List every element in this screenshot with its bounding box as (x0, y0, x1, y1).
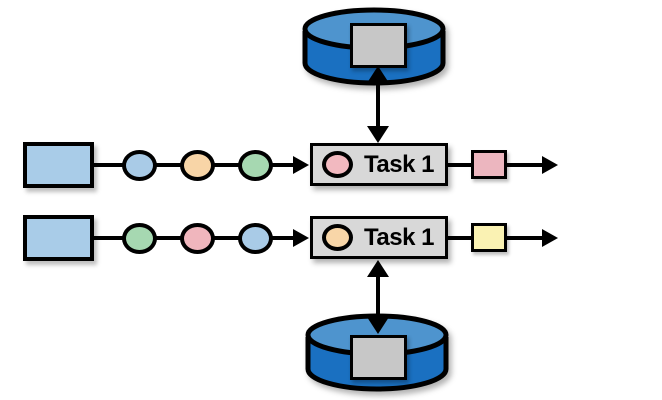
connector-line (155, 163, 182, 167)
arrowhead-up-icon (367, 66, 389, 83)
arrowhead-right-icon (542, 229, 558, 247)
arrowhead-right-icon (293, 229, 309, 247)
arrowhead-up-icon (367, 260, 389, 277)
task-box-row2: Task 1 (310, 216, 448, 259)
bidirectional-arrow-line-bottom (376, 274, 380, 320)
connector-line (446, 163, 473, 167)
state-record-square-top (350, 23, 407, 68)
event-token (180, 150, 215, 181)
connector-line (155, 236, 182, 240)
connector-line (505, 163, 545, 167)
arrowhead-down-icon (367, 317, 389, 334)
bidirectional-arrow-line-top (376, 80, 380, 130)
connector-line (271, 163, 296, 167)
event-token (122, 223, 157, 254)
connector-line (213, 163, 240, 167)
event-token (238, 223, 273, 254)
arrowhead-right-icon (542, 156, 558, 174)
event-token (180, 223, 215, 254)
arrowhead-down-icon (367, 126, 389, 143)
connector-line (505, 236, 545, 240)
event-token (122, 150, 157, 181)
task-event-token (322, 224, 353, 251)
output-event-square-row2 (471, 223, 507, 252)
connector-line (92, 163, 124, 167)
connector-line (446, 236, 473, 240)
connector-line (92, 236, 124, 240)
task-label: Task 1 (364, 223, 434, 251)
source-stream-square-row2 (23, 215, 94, 261)
connector-line (213, 236, 240, 240)
source-stream-square-row1 (23, 142, 94, 188)
connector-line (271, 236, 296, 240)
task-event-token (322, 151, 353, 178)
output-event-square-row1 (471, 150, 507, 179)
event-token (238, 150, 273, 181)
task-label: Task 1 (364, 150, 434, 178)
task-box-row1: Task 1 (310, 143, 448, 186)
state-record-square-bottom (350, 335, 407, 380)
arrowhead-right-icon (293, 156, 309, 174)
